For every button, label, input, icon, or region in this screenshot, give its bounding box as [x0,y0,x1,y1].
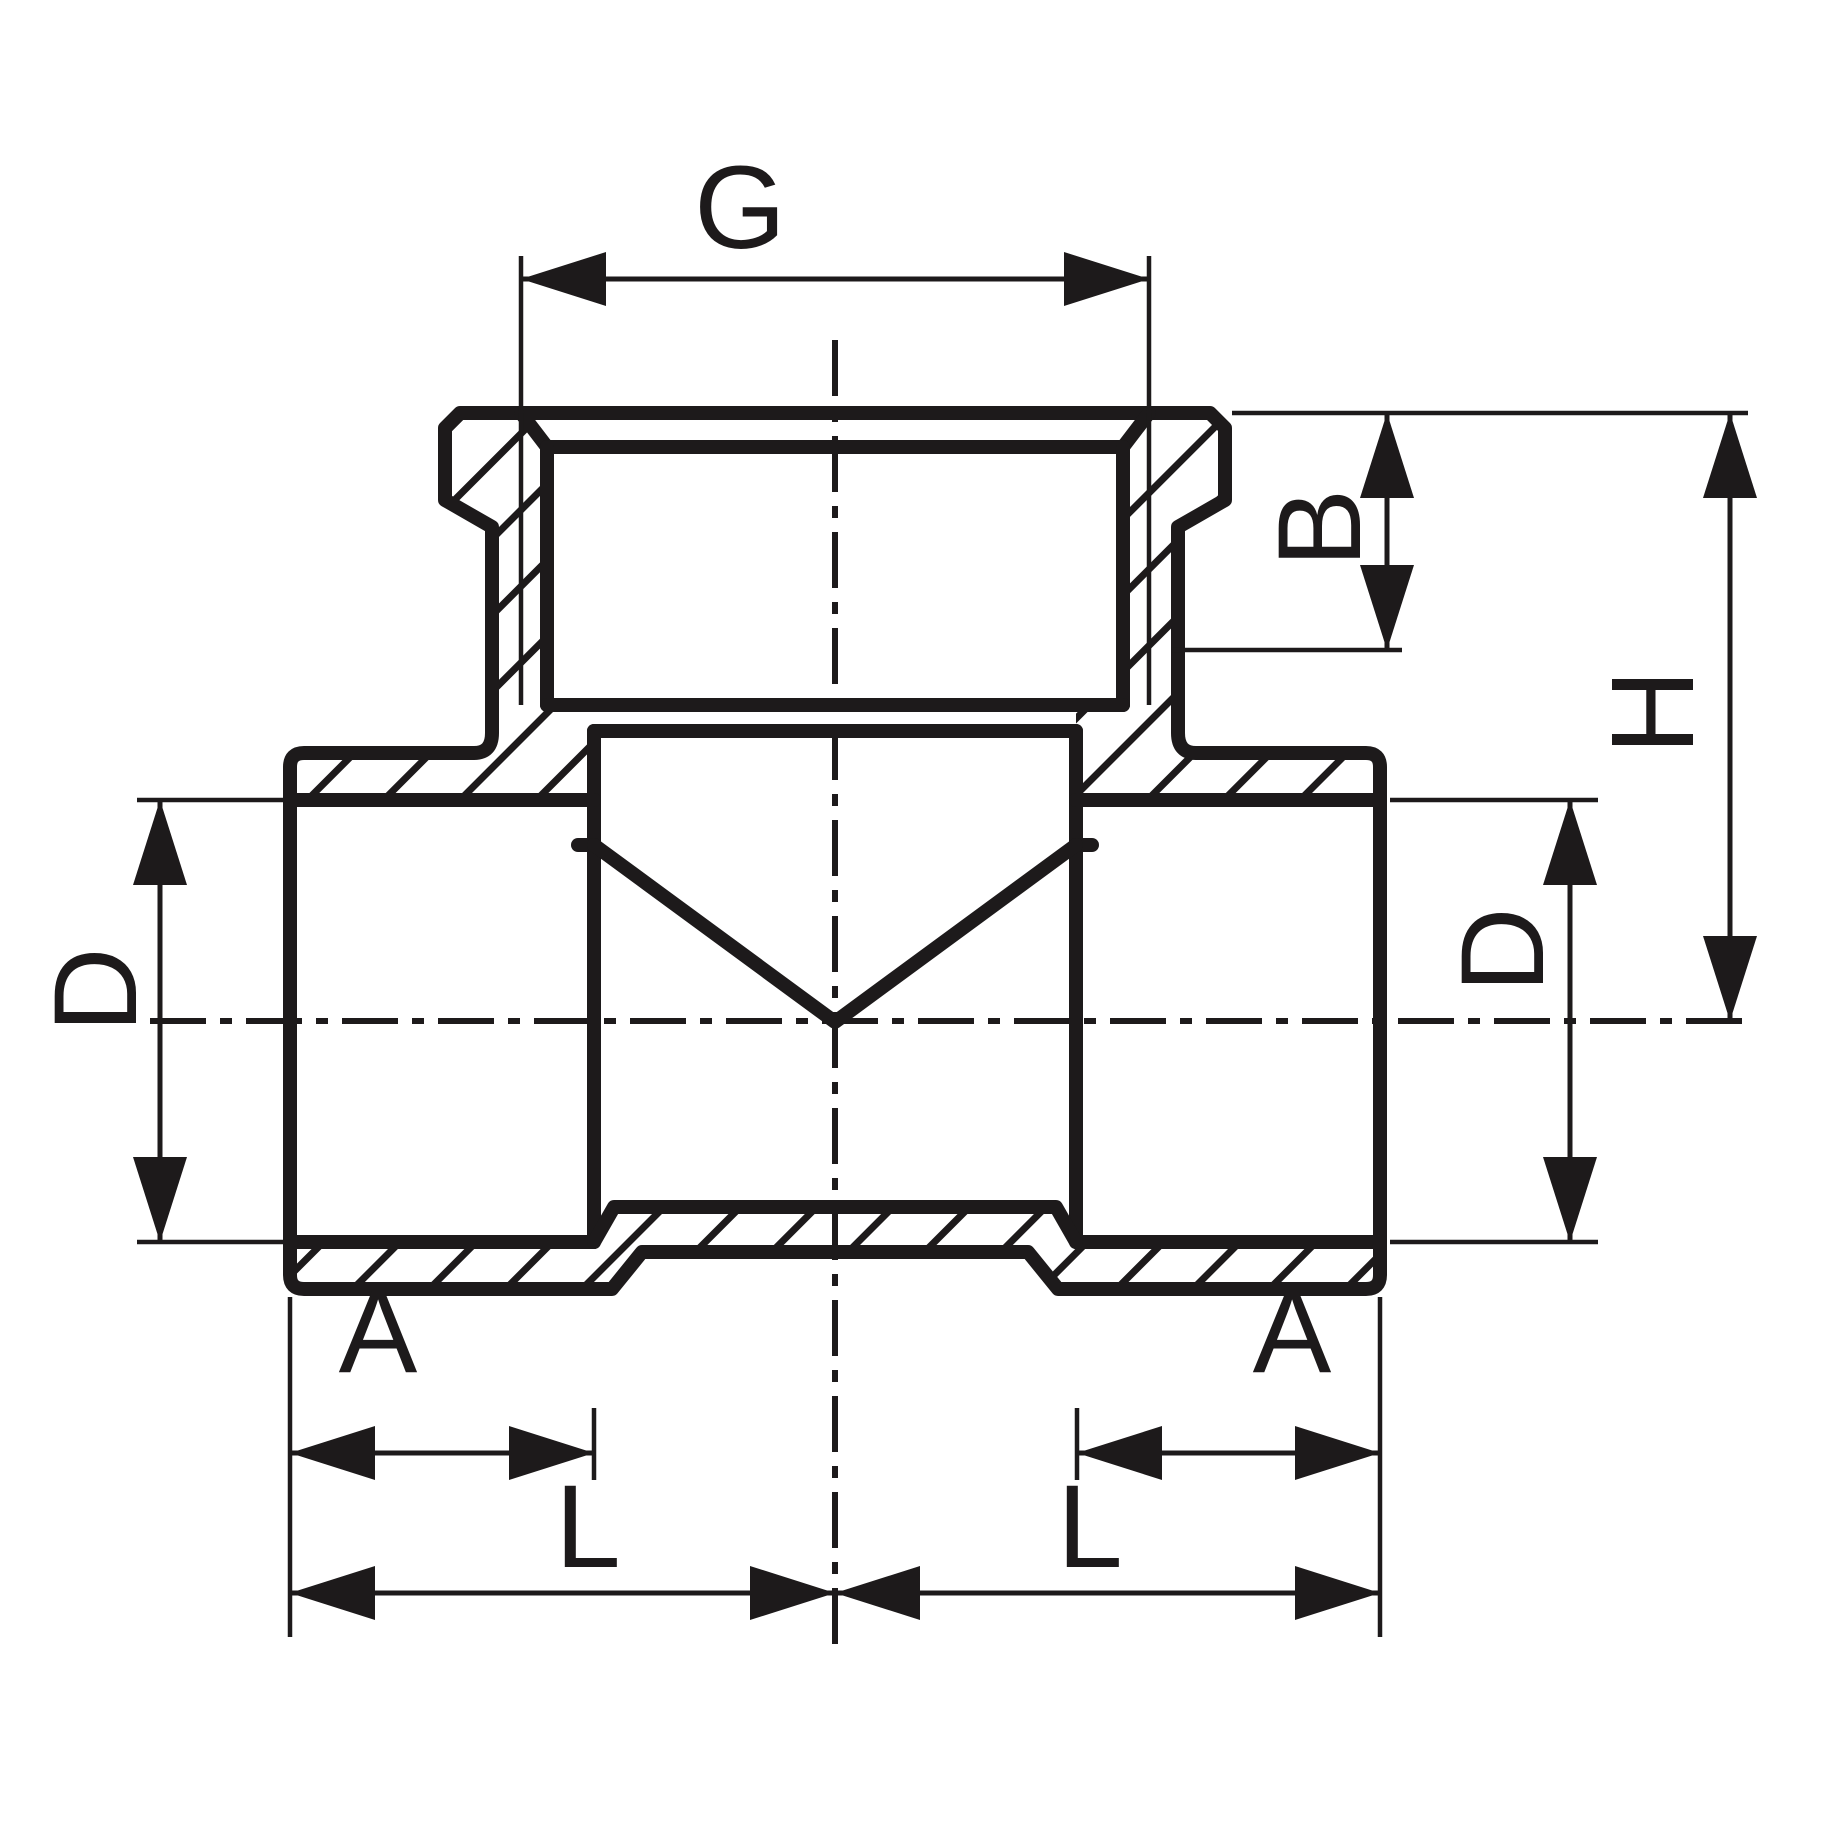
dimension-labels: G B H D D A A L L [30,142,1719,1593]
arrow-d-left-top [133,800,187,885]
centerlines [150,340,1750,1652]
arrow-g-right [1064,252,1149,306]
dim-a-left-label: A [339,1266,418,1398]
arrow-l-left-in [750,1566,835,1620]
arrow-g-left [521,252,606,306]
arrow-a-right-out [1295,1426,1380,1480]
extension-lines [137,256,1748,1637]
dim-d-left-label: D [30,947,162,1032]
inner-edges [283,406,1387,1249]
thread-major-lines [518,413,1152,705]
hatch-upper-right-wall [1076,413,1380,800]
arrow-a-left-out [290,1426,375,1480]
dim-h-label: H [1587,669,1719,754]
dim-l-left-label: L [555,1461,621,1593]
arrowheads [133,252,1757,1620]
arrow-d-left-bottom [133,1157,187,1242]
arrow-b-bottom [1360,565,1414,650]
arrow-a-right-in [1077,1426,1162,1480]
arrow-d-right-top [1543,800,1597,885]
dim-l-right-label: L [1057,1461,1123,1593]
arrow-b-top [1360,413,1414,498]
arrow-h-top [1703,413,1757,498]
arrow-l-right-out [1295,1566,1380,1620]
arrow-l-left-out [290,1566,375,1620]
hatch-upper-left-wall [290,413,594,800]
arrow-l-right-in [835,1566,920,1620]
dim-b-label: B [1254,489,1386,568]
outer-profile [283,406,1387,1296]
dim-g-label: G [694,142,786,274]
arrow-d-right-bottom [1543,1157,1597,1242]
dim-a-right-label: A [1253,1266,1332,1398]
mid-floor [587,1200,1083,1249]
cone-vee [587,838,1083,1029]
dim-d-right-label: D [1437,907,1569,992]
part-outline [283,406,1387,1296]
arrow-a-left-in [509,1426,594,1480]
arrow-h-bottom [1703,936,1757,1021]
